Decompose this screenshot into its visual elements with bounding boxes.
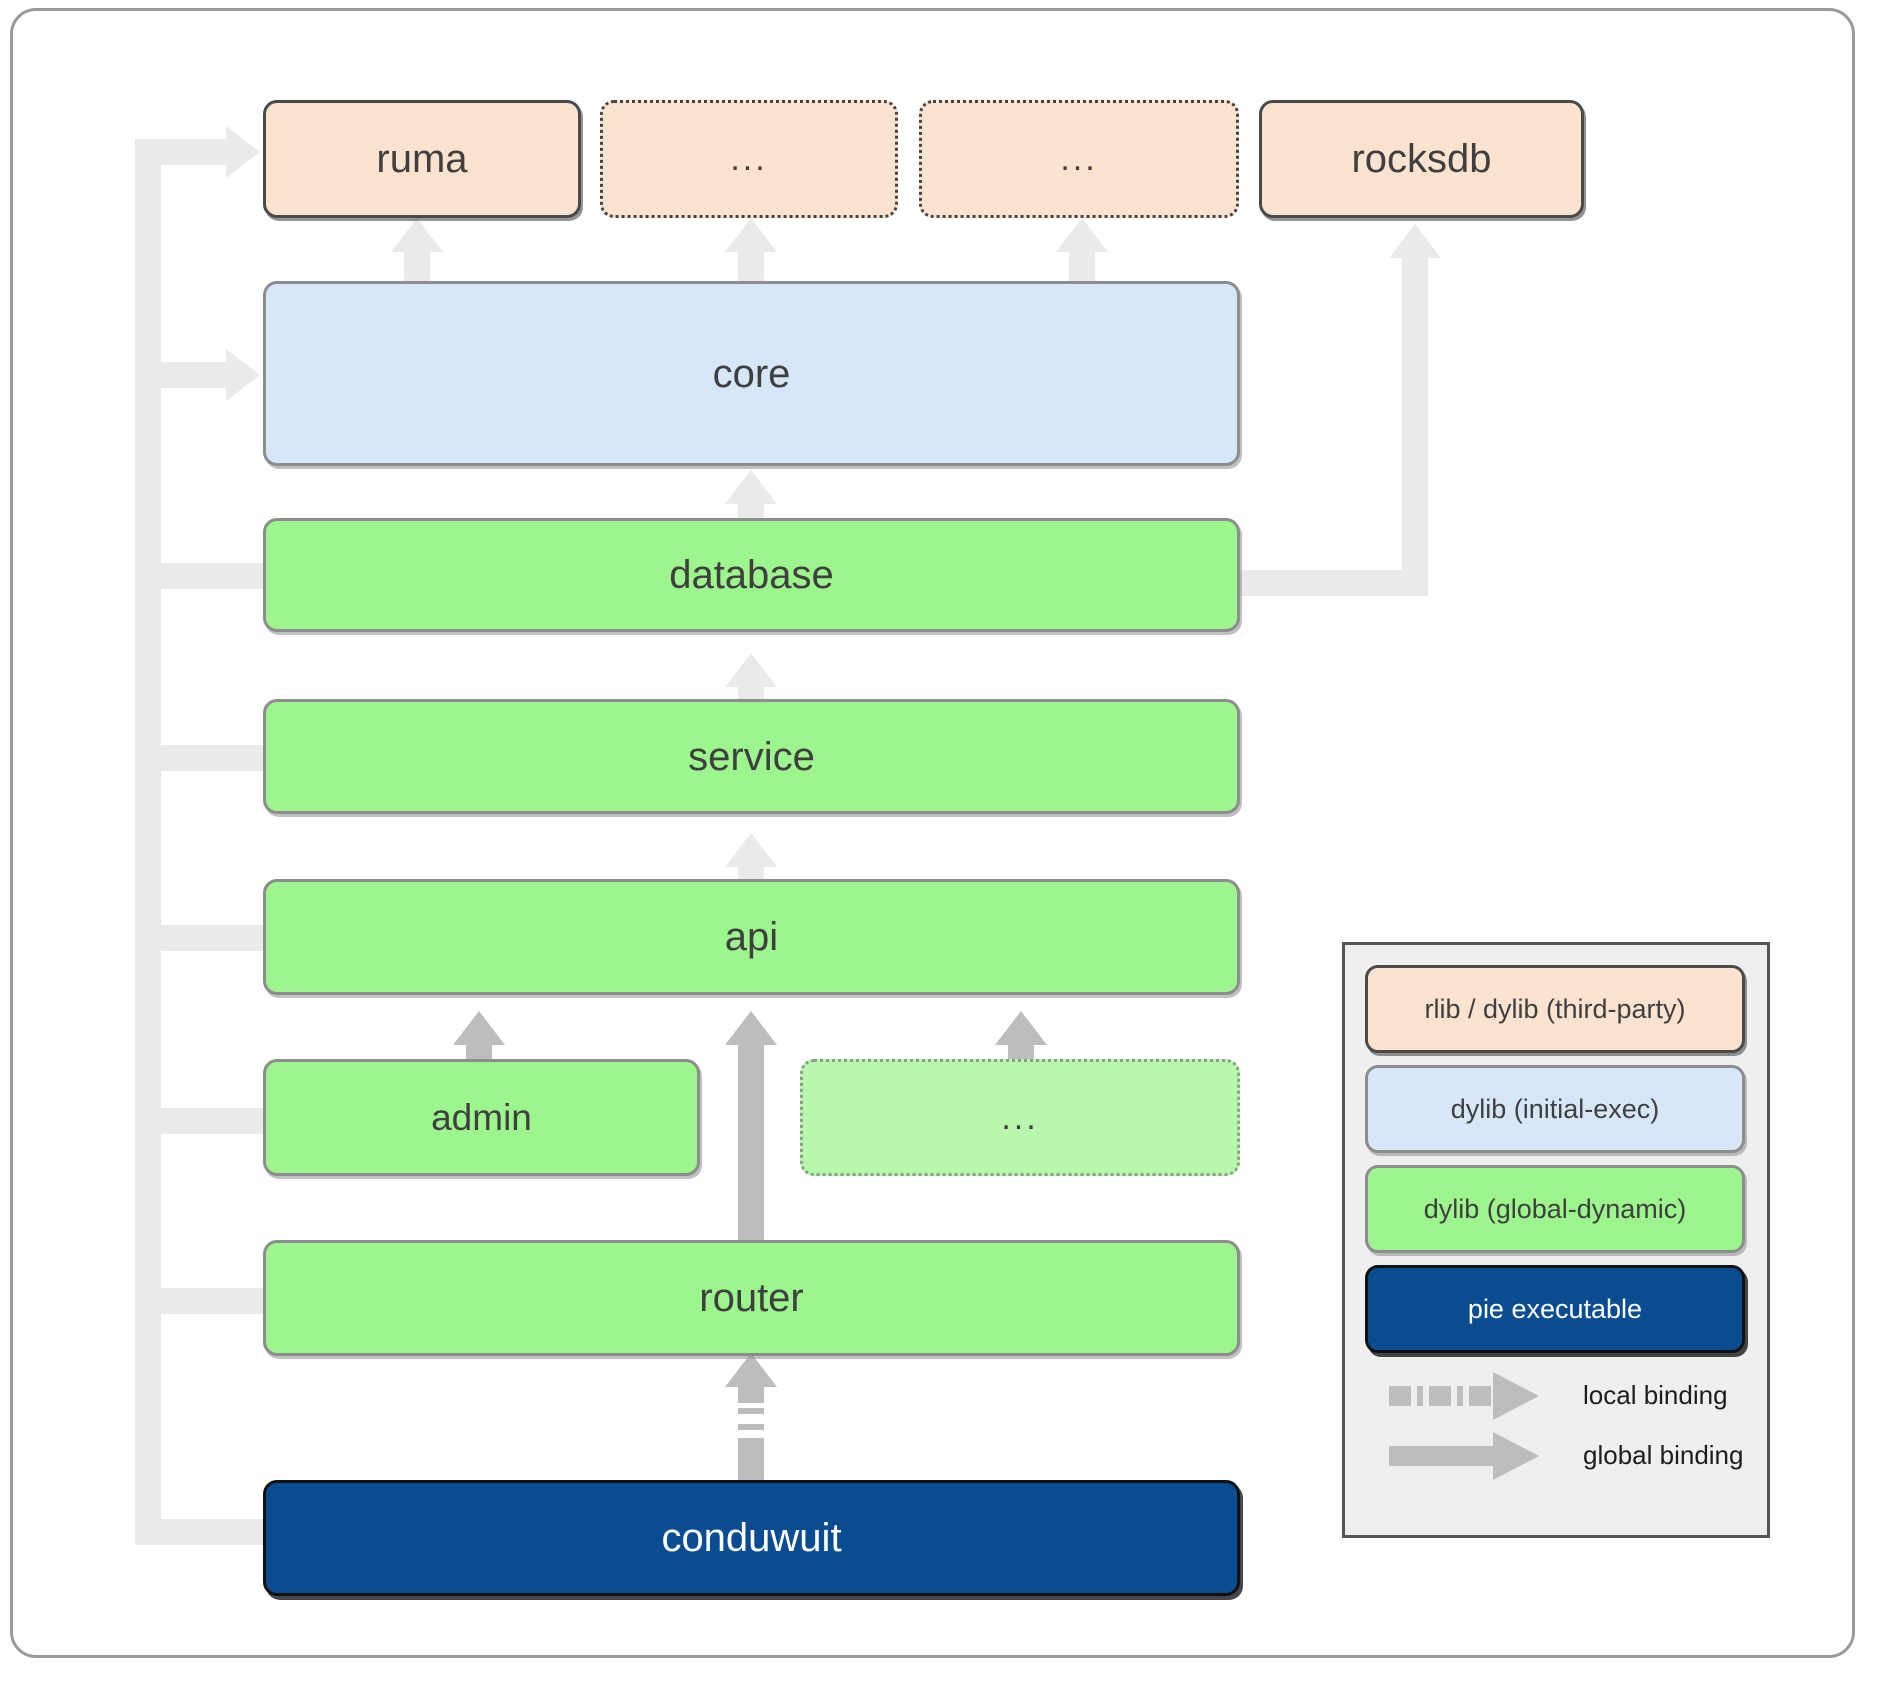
api-placeholder-to-api-arrowhead — [995, 1011, 1047, 1045]
node-service[interactable]: service — [263, 699, 1240, 814]
branch-core-arrowhead — [226, 349, 260, 401]
branch-admin-shaft — [135, 1108, 270, 1134]
node-api[interactable]: api — [263, 879, 1240, 995]
legend-chip-third-party: rlib / dylib (third-party) — [1365, 965, 1745, 1053]
node-admin-label: admin — [431, 1097, 532, 1138]
admin-to-api-arrowhead — [453, 1011, 505, 1045]
branch-service-shaft — [135, 745, 270, 771]
database-to-core-arrowhead — [725, 470, 777, 504]
legend-panel: rlib / dylib (third-party) dylib (initia… — [1342, 942, 1770, 1538]
branch-database-shaft — [135, 563, 270, 589]
node-third-placeholder-1-label: ... — [730, 140, 768, 178]
conduwuit-to-router-shaft-gap2 — [738, 1408, 764, 1414]
node-router[interactable]: router — [263, 1240, 1240, 1356]
router-to-api-arrowhead — [725, 1011, 777, 1045]
node-ruma-label: ruma — [376, 137, 468, 181]
core-to-placeholder1-shaft — [738, 248, 764, 282]
branch-core-shaft — [135, 362, 235, 388]
legend-label-initial-exec: dylib (initial-exec) — [1450, 1093, 1660, 1124]
node-database[interactable]: database — [263, 518, 1240, 632]
node-router-label: router — [699, 1276, 804, 1320]
legend-label-global-binding: global binding — [1583, 1440, 1744, 1470]
legend-label-local-binding: local binding — [1583, 1380, 1728, 1410]
conduwuit-to-router-shaft-upper — [738, 1385, 764, 1403]
node-database-label: database — [669, 553, 834, 597]
branch-api-shaft — [135, 925, 270, 951]
core-to-ruma-shaft — [404, 248, 430, 282]
trunk-to-conduwuit — [135, 1519, 275, 1545]
node-third-placeholder-1[interactable]: ... — [600, 100, 898, 218]
conduwuit-to-router-shaft-gap1 — [738, 1424, 764, 1430]
legend-chip-initial-exec: dylib (initial-exec) — [1365, 1065, 1745, 1153]
core-to-placeholder1-arrowhead — [725, 218, 777, 252]
core-to-ruma-arrowhead — [391, 218, 443, 252]
node-conduwuit-label: conduwuit — [661, 1516, 842, 1560]
legend-row-local-binding: local binding — [1389, 1371, 1728, 1420]
service-to-database-arrowhead — [725, 653, 777, 687]
node-ruma[interactable]: ruma — [263, 100, 581, 218]
branch-ruma-arrowhead — [226, 126, 260, 178]
node-core-label: core — [712, 351, 791, 396]
local-binding-arrow-icon — [1389, 1371, 1539, 1420]
database-to-rocksdb-vertical — [1402, 256, 1428, 596]
node-service-label: service — [688, 734, 815, 779]
api-to-service-arrowhead — [725, 833, 777, 867]
global-binding-arrow-icon — [1389, 1431, 1539, 1480]
core-to-placeholder2-arrowhead — [1056, 218, 1108, 252]
conduwuit-to-router-arrowhead — [725, 1353, 777, 1387]
node-conduwuit[interactable]: conduwuit — [263, 1480, 1240, 1596]
node-core[interactable]: core — [263, 281, 1240, 466]
node-third-placeholder-2[interactable]: ... — [919, 100, 1239, 218]
trunk-vertical — [135, 152, 161, 1545]
legend-label-global-dynamic: dylib (global-dynamic) — [1423, 1193, 1687, 1224]
node-admin[interactable]: admin — [263, 1059, 700, 1176]
legend-chip-pie-executable: pie executable — [1365, 1265, 1745, 1353]
node-api-label: api — [724, 915, 779, 959]
node-third-placeholder-2-label: ... — [1060, 140, 1098, 178]
conduwuit-to-router-shaft-lower — [738, 1438, 764, 1480]
core-to-placeholder2-shaft — [1069, 248, 1095, 282]
node-rocksdb[interactable]: rocksdb — [1259, 100, 1584, 218]
legend-chip-global-dynamic: dylib (global-dynamic) — [1365, 1165, 1745, 1253]
branch-router-shaft — [135, 1288, 270, 1314]
legend-label-pie-executable: pie executable — [1467, 1293, 1643, 1324]
branch-ruma-shaft — [135, 139, 235, 165]
node-rocksdb-label: rocksdb — [1351, 137, 1492, 181]
database-to-rocksdb-horizontal — [1238, 570, 1428, 596]
database-to-rocksdb-arrowhead — [1389, 224, 1441, 258]
node-api-placeholder[interactable]: ... — [800, 1059, 1240, 1176]
legend-label-third-party: rlib / dylib (third-party) — [1424, 993, 1686, 1024]
legend-row-global-binding: global binding — [1389, 1431, 1744, 1480]
router-to-api-shaft — [738, 1043, 764, 1240]
node-api-placeholder-label: ... — [1001, 1098, 1039, 1137]
